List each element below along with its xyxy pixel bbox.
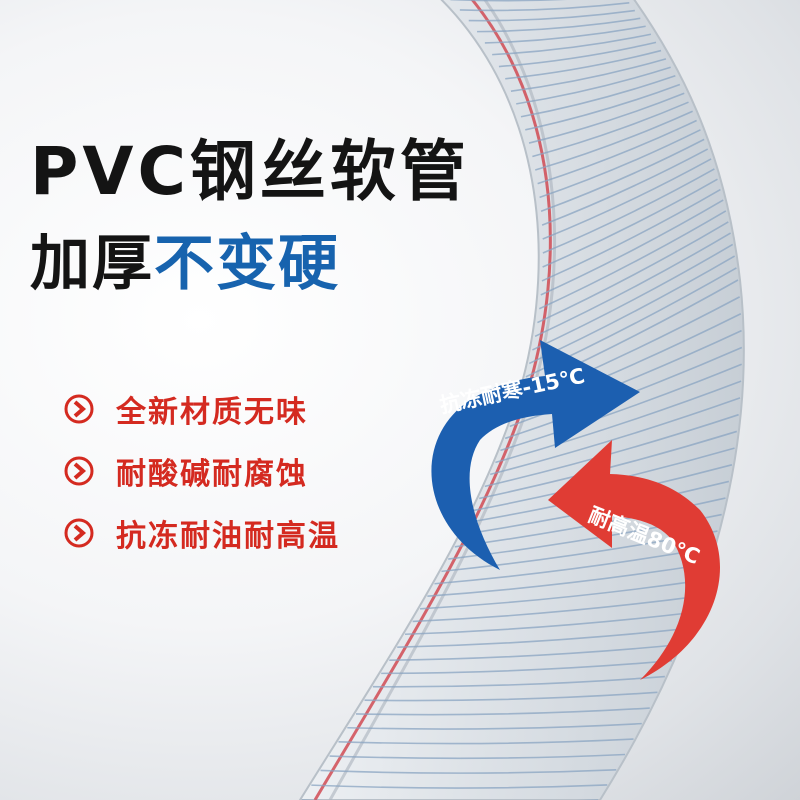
hose-rib — [347, 722, 642, 730]
feature-text: 耐酸碱耐腐蚀 — [116, 457, 308, 492]
subtitle-accent: 不变硬 — [154, 229, 340, 299]
hose-rib — [510, 58, 667, 92]
feature-text: 全新材质无味 — [116, 395, 308, 430]
hose-rib — [477, 17, 641, 33]
feature-text: 抗冻耐油耐高温 — [116, 519, 340, 554]
hose-rib — [540, 138, 705, 212]
hose-rib — [459, 1, 630, 12]
feature-list: 全新材质无味 耐酸碱耐腐蚀 抗冻耐油耐高温 — [64, 378, 340, 564]
hose-rib — [532, 243, 734, 351]
hose-rib — [427, 563, 709, 598]
chevron-right-circle-icon — [64, 394, 94, 424]
hose-rib — [535, 110, 693, 171]
hose-rib — [450, 0, 567, 2]
hose-rib — [389, 643, 679, 661]
page-subtitle: 加厚不变硬 — [30, 215, 340, 302]
hose-rib — [538, 210, 727, 310]
hose-rib — [492, 33, 652, 56]
hose-rib — [355, 707, 650, 716]
hose-rib — [498, 41, 657, 68]
hose-rib — [525, 83, 681, 131]
hose-rib — [468, 9, 635, 22]
feature-item: 抗冻耐油耐高温 — [64, 502, 340, 564]
hose-rib — [516, 66, 671, 105]
hose-rib — [539, 129, 701, 199]
hose-rib — [490, 397, 741, 476]
page-title: PVC钢丝软管 — [30, 133, 470, 210]
hose-rib — [320, 768, 617, 774]
chevron-right-circle-icon — [64, 518, 94, 548]
feature-item: 全新材质无味 — [64, 378, 340, 440]
hose-rib — [542, 178, 718, 268]
hose-rib — [484, 413, 739, 488]
hose-rib — [509, 329, 742, 428]
hose-rib — [338, 738, 634, 745]
hose-rib — [372, 675, 665, 688]
heat-arrow-icon — [548, 440, 720, 680]
hose-rib — [495, 380, 742, 464]
hose-rib — [329, 753, 626, 760]
hose-rib — [541, 148, 709, 226]
hose-rib — [500, 363, 742, 452]
hose-rib — [542, 158, 712, 240]
chevron-right-circle-icon — [64, 456, 94, 486]
hose-rib — [434, 546, 714, 585]
hose-rib — [420, 579, 704, 610]
hose-rib — [484, 25, 646, 44]
hose-rib — [541, 188, 721, 282]
hose-rib — [412, 595, 698, 623]
hose-rib — [381, 659, 673, 675]
hose-rib — [404, 611, 692, 636]
hose-rib — [505, 49, 662, 80]
hose-rib — [534, 232, 731, 338]
cold-arrow-icon — [431, 340, 640, 570]
hose-rib — [520, 75, 676, 118]
subtitle-dark: 加厚 — [30, 229, 154, 299]
hose-rib — [537, 119, 697, 185]
hose-rib — [397, 627, 686, 648]
hose-rib — [311, 784, 608, 789]
hose-rib — [532, 101, 689, 158]
hose-rib — [364, 691, 658, 702]
hose-rib — [537, 221, 729, 324]
hose-rib — [528, 92, 685, 144]
hose-rib — [540, 199, 724, 296]
hose-rib — [542, 168, 715, 254]
feature-item: 耐酸碱耐腐蚀 — [64, 440, 340, 502]
